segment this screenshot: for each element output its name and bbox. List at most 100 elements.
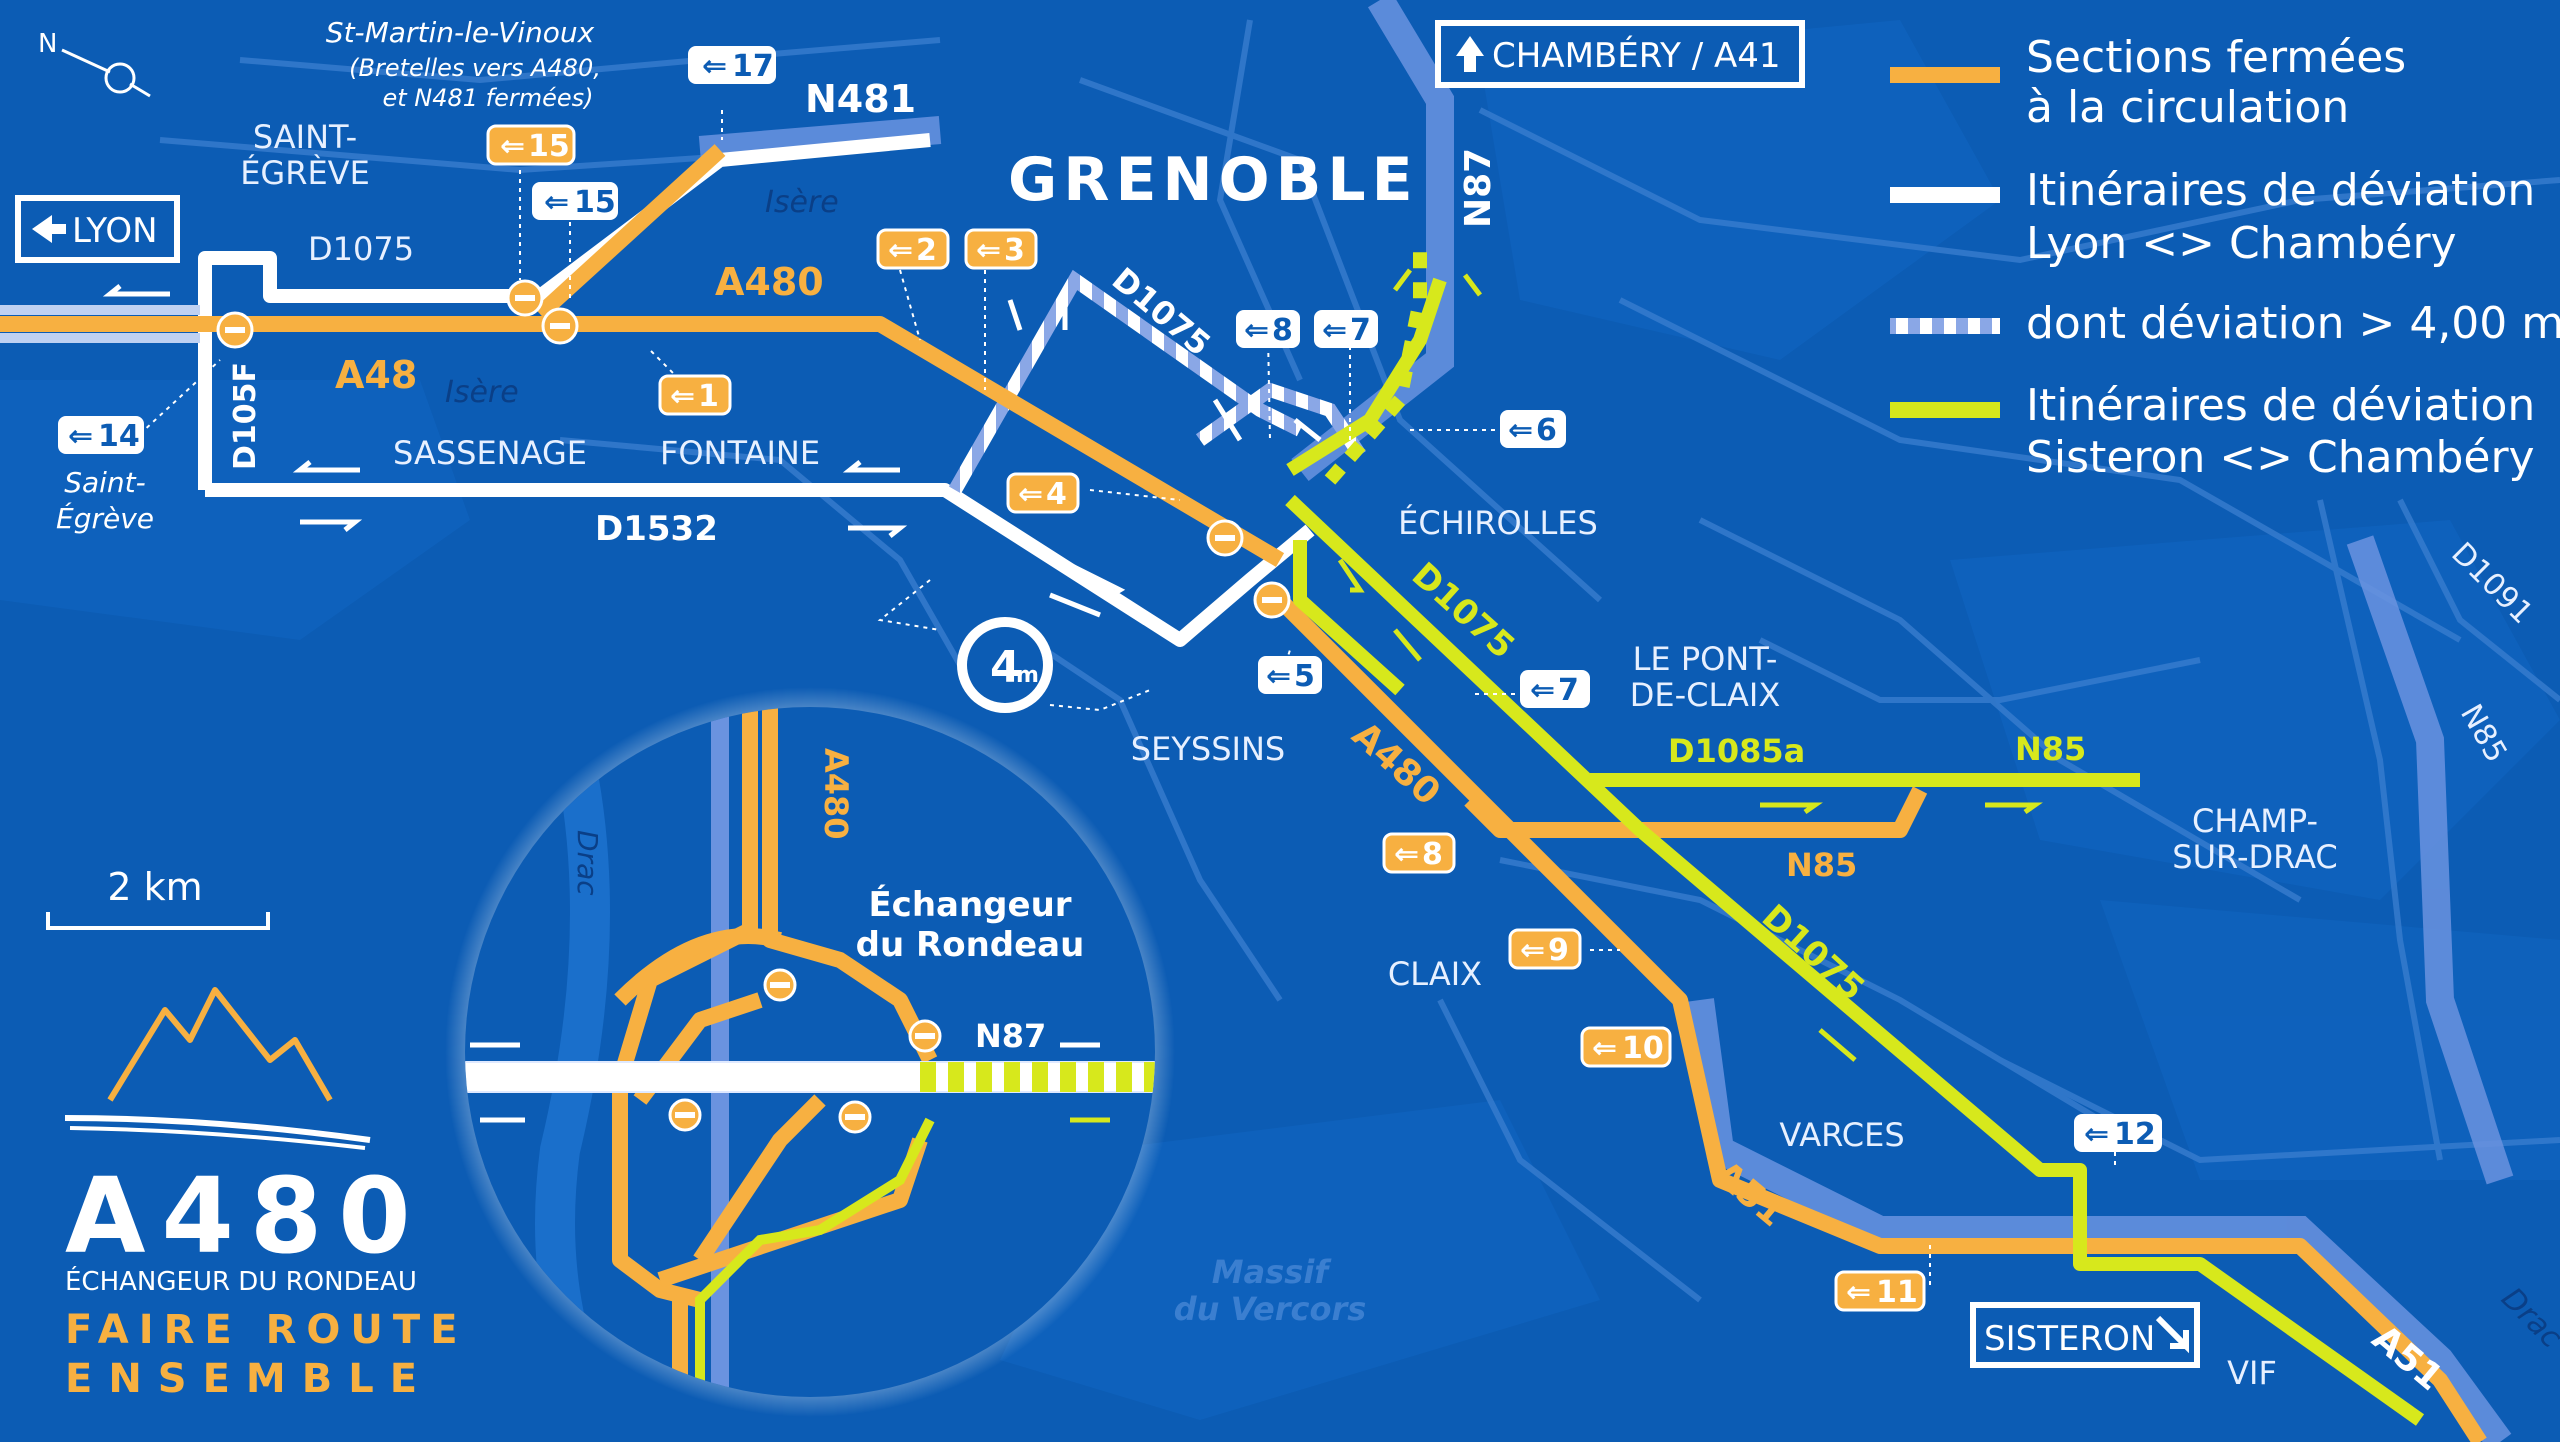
svg-text:8: 8 <box>1422 837 1443 872</box>
place-massif-b: du Vercors <box>1174 1290 1367 1328</box>
place-stmartin: St-Martin-le-Vinoux <box>326 16 595 49</box>
svg-text:⇐: ⇐ <box>1266 659 1291 694</box>
svg-text:⇐: ⇐ <box>1508 413 1533 448</box>
svg-text:⇐: ⇐ <box>544 185 569 220</box>
road-d1085a: D1085a <box>1668 732 1805 770</box>
svg-text:⇐: ⇐ <box>68 419 93 454</box>
arrow-up-icon <box>1456 36 1484 72</box>
place-champ-a: CHAMP- <box>2192 802 2318 840</box>
arrow-icon <box>1985 802 2043 815</box>
road-n87: N87 <box>1458 148 1499 228</box>
sign-chambery: CHAMBÉRY / A41 <box>1435 20 1805 88</box>
arrow-icon <box>848 525 908 538</box>
exit-17: ⇐17 <box>688 46 776 84</box>
svg-text:⇐: ⇐ <box>1018 477 1043 512</box>
svg-text:2: 2 <box>916 233 937 268</box>
svg-text:⇐: ⇐ <box>500 129 525 164</box>
sign-lyon: LYON <box>15 195 180 263</box>
place-seyssins: SEYSSINS <box>1131 730 1285 768</box>
arrow-left-icon <box>32 215 66 243</box>
place-echirolles: ÉCHIROLLES <box>1398 504 1598 542</box>
svg-text:3: 3 <box>1004 233 1025 268</box>
exit-15a: ⇐15 <box>486 124 576 166</box>
detour-sisteron-chambery <box>1285 277 2425 1426</box>
arrow-down-right-icon <box>2155 1315 2189 1354</box>
legend-detour-lc2: Lyon <> Chambéry <box>2026 218 2457 269</box>
arrow-icon <box>1068 562 1126 599</box>
sign-chambery-label: CHAMBÉRY / A41 <box>1492 35 1781 76</box>
closure-icon <box>1206 519 1244 557</box>
svg-text:5: 5 <box>1294 659 1315 694</box>
exit-2: ⇐2 <box>876 228 950 270</box>
arrow-icon <box>1818 1028 1857 1062</box>
place-labels: St-Martin-le-Vinoux (Bretelles vers A480… <box>56 16 2560 1392</box>
arrow-icon <box>292 460 360 473</box>
arrow-icon <box>1760 802 1823 815</box>
svg-text:⇐: ⇐ <box>702 49 727 84</box>
river-isere-1: Isère <box>765 185 839 220</box>
svg-text:⇐: ⇐ <box>1394 837 1419 872</box>
arrow-icon <box>102 284 170 297</box>
place-stegreve-it-b: Égrève <box>56 501 154 535</box>
place-champ-b: SUR-DRAC <box>2172 838 2337 876</box>
exit-1: ⇐1 <box>658 374 732 416</box>
svg-text:10: 10 <box>1622 1031 1664 1066</box>
inset-title-a: Échangeur <box>868 884 1071 925</box>
arrow-icon <box>1007 299 1023 331</box>
road-a480-top: A480 <box>715 260 824 304</box>
exit-15b: ⇐15 <box>532 182 618 220</box>
inset-title-b: du Rondeau <box>856 925 1085 965</box>
road-n481: N481 <box>805 77 916 121</box>
closure-icon <box>1253 581 1291 619</box>
legend-closed2: à la circulation <box>2026 82 2349 133</box>
place-stmartin-note: (Bretelles vers A480, <box>349 54 601 82</box>
sign-sisteron: SISTERON <box>1970 1302 2200 1368</box>
svg-text:⇐: ⇐ <box>976 233 1001 268</box>
legend-detour-lc: Itinéraires de déviation <box>2026 165 2535 216</box>
legend-detour-sc2: Sisteron <> Chambéry <box>2026 432 2535 483</box>
direction-arrows <box>102 284 1322 618</box>
arrow-icon <box>842 460 900 473</box>
place-stmartin-note2: et N481 fermées) <box>382 84 593 112</box>
svg-text:15: 15 <box>528 129 570 164</box>
road-d105f: D105F <box>228 362 263 470</box>
svg-text:⇐: ⇐ <box>1846 1275 1871 1310</box>
svg-text:14: 14 <box>98 419 140 454</box>
svg-text:15: 15 <box>574 185 616 220</box>
inset-road-a480: A480 <box>817 748 855 840</box>
height-limit-sign: 4 m <box>957 617 1053 713</box>
svg-text:⇐: ⇐ <box>1244 313 1269 348</box>
brand-logo: A480 ÉCHANGEUR DU RONDEAU FAIRE ROUTE EN… <box>64 987 458 1402</box>
svg-text:6: 6 <box>1536 413 1557 448</box>
svg-text:1: 1 <box>698 379 719 414</box>
arrow-icon <box>300 519 363 532</box>
place-grenoble: GRENOBLE <box>1008 145 1419 215</box>
exit-10: ⇐10 <box>1580 1026 1672 1068</box>
place-pontclaix-a: LE PONT- <box>1633 640 1778 678</box>
svg-text:11: 11 <box>1876 1275 1918 1310</box>
closed-fade-west <box>0 305 200 343</box>
scale-label: 2 km <box>107 865 202 909</box>
sign-sisteron-label: SISTERON <box>1984 1319 2155 1359</box>
closure-markers <box>216 279 1291 619</box>
exit-8b: ⇐8 <box>1382 832 1456 874</box>
sign-lyon-label: LYON <box>72 211 158 251</box>
inset-river-drac: Drac <box>571 830 604 896</box>
place-stegreve-a: SAINT- <box>253 118 357 156</box>
place-sassenage: SASSENAGE <box>393 434 587 472</box>
place-claix: CLAIX <box>1388 955 1482 993</box>
closure-icon <box>541 307 579 345</box>
svg-text:⇐: ⇐ <box>1592 1031 1617 1066</box>
exit-7b: ⇐7 <box>1520 670 1590 708</box>
arrow-icon <box>1212 398 1243 442</box>
exit-14: ⇐14 <box>58 416 144 454</box>
arrow-icon <box>1049 592 1101 618</box>
inset-rondeau: A480 N87 Échangeur du Rondeau Drac <box>445 687 1175 1417</box>
height-limit-value: 4 <box>990 642 1021 693</box>
svg-text:⇐: ⇐ <box>670 379 695 414</box>
place-massif-a: Massif <box>1212 1253 1333 1291</box>
brand-title: A480 <box>65 1155 427 1277</box>
exit-6: ⇐6 <box>1500 410 1566 448</box>
svg-text:⇐: ⇐ <box>1322 313 1347 348</box>
svg-text:4: 4 <box>1046 477 1067 512</box>
